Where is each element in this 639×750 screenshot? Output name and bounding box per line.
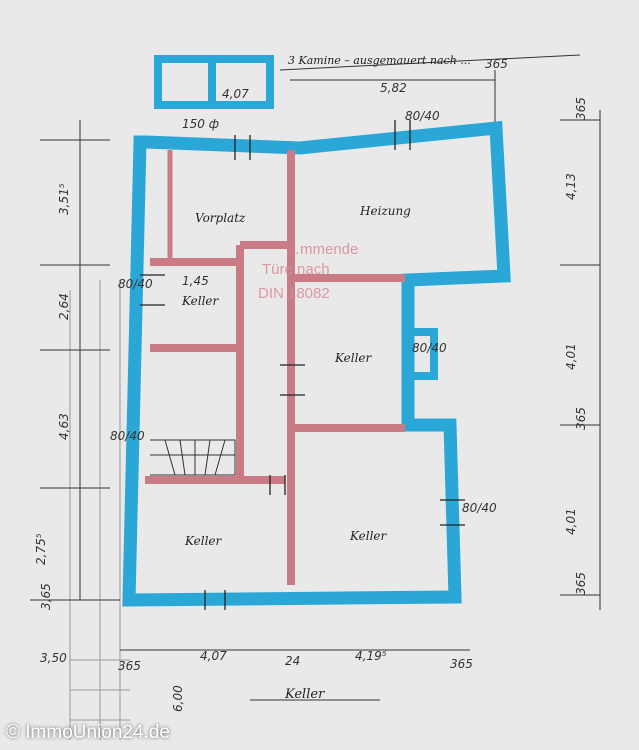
svg-text:365: 365 xyxy=(574,97,588,120)
svg-text:4,13: 4,13 xyxy=(564,173,578,200)
svg-text:150 ф: 150 ф xyxy=(182,117,219,131)
room-label-keller: Keller xyxy=(284,687,325,702)
svg-text:Türe nach: Türe nach xyxy=(262,261,330,278)
outer-wall xyxy=(122,120,511,607)
room-label-keller: Keller xyxy=(349,529,388,543)
wall-niche xyxy=(404,328,438,380)
svg-text:2,64: 2,64 xyxy=(57,293,71,320)
svg-text:4,01: 4,01 xyxy=(564,343,578,370)
svg-text:80/40: 80/40 xyxy=(405,109,440,123)
svg-text:80/40: 80/40 xyxy=(118,277,153,291)
light-well xyxy=(154,55,274,109)
svg-text:365: 365 xyxy=(118,659,141,673)
svg-text:365: 365 xyxy=(574,407,588,430)
svg-text:…mmende: …mmende xyxy=(285,241,358,258)
top-note: 3 Kamine – ausgemauert nach ... xyxy=(288,54,471,67)
svg-text:24: 24 xyxy=(285,654,300,668)
watermark: © ImmoUnion24.de xyxy=(6,722,170,743)
staircase xyxy=(150,439,236,476)
svg-text:5,82: 5,82 xyxy=(380,81,407,95)
svg-text:4,19⁵: 4,19⁵ xyxy=(355,649,387,663)
dimension-lines xyxy=(30,54,601,701)
stamp: …mmende Türe nach DIN 18082 xyxy=(258,241,358,302)
svg-text:365: 365 xyxy=(450,657,473,671)
svg-text:80/40: 80/40 xyxy=(110,429,145,443)
svg-text:6,00: 6,00 xyxy=(171,685,185,712)
room-label-keller: Keller xyxy=(181,294,220,308)
svg-text:4,63: 4,63 xyxy=(57,413,71,440)
svg-text:4,07: 4,07 xyxy=(222,87,249,101)
svg-text:3,50: 3,50 xyxy=(40,651,67,665)
svg-text:365: 365 xyxy=(485,57,508,71)
svg-text:365: 365 xyxy=(574,572,588,595)
svg-text:4,07: 4,07 xyxy=(200,649,227,663)
door-marks xyxy=(140,120,465,610)
svg-text:80/40: 80/40 xyxy=(412,341,447,355)
room-label-keller: Keller xyxy=(334,351,373,365)
svg-text:3,51⁵: 3,51⁵ xyxy=(57,183,71,215)
svg-text:3,65: 3,65 xyxy=(39,583,53,610)
dimension-labels: 5,82 4,07 365 150 ф 80/40 80/40 80/40 80… xyxy=(34,57,588,712)
svg-text:80/40: 80/40 xyxy=(462,501,497,515)
room-label-keller: Keller xyxy=(184,534,223,548)
svg-text:1,45: 1,45 xyxy=(182,274,209,288)
hatched-area xyxy=(69,280,130,740)
svg-text:4,01: 4,01 xyxy=(564,508,578,535)
room-label-heizung: Heizung xyxy=(359,204,411,218)
room-label-vorplatz: Vorplatz xyxy=(195,211,246,225)
svg-text:2,75⁵: 2,75⁵ xyxy=(34,533,48,565)
inner-walls xyxy=(145,150,405,585)
svg-text:DIN 18082: DIN 18082 xyxy=(258,285,330,302)
